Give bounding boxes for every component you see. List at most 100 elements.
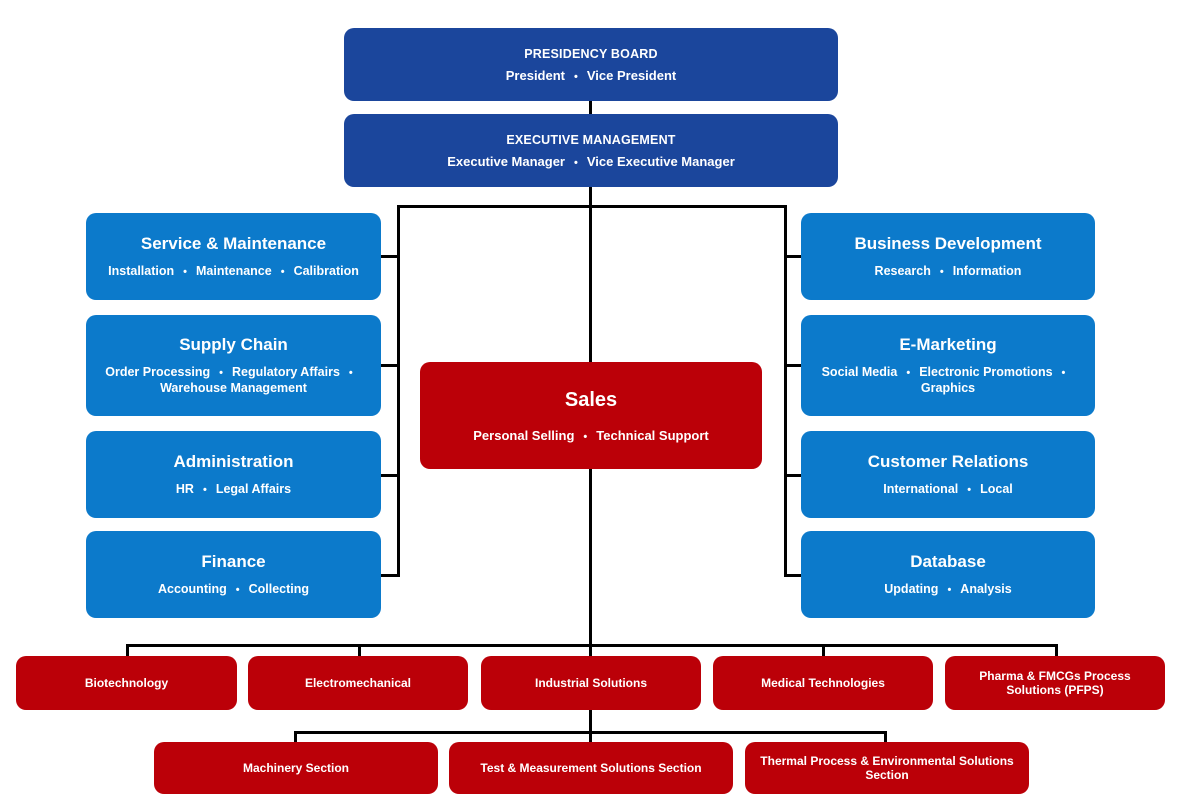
separator-dot: • xyxy=(348,367,353,379)
division-electromechanical[interactable]: Electromechanical xyxy=(248,656,468,710)
connector-right-1 xyxy=(784,255,802,258)
division-industrial-solutions[interactable]: Industrial Solutions xyxy=(481,656,701,710)
unit: Accounting xyxy=(157,581,227,596)
section-machinery[interactable]: Machinery Section xyxy=(154,742,438,794)
connector-section-bus xyxy=(294,731,887,734)
connector-right-2 xyxy=(784,364,802,367)
connector-right-3 xyxy=(784,474,802,477)
dept-service-maintenance[interactable]: Service & Maintenance Installation • Maint… xyxy=(86,213,381,300)
separator-dot: • xyxy=(574,70,578,83)
unit: Graphics xyxy=(920,381,976,395)
sales-units: Personal Selling • Technical Support xyxy=(473,428,708,443)
unit: Personal Selling xyxy=(473,427,575,443)
separator-dot: • xyxy=(947,583,952,596)
connector-presidency-executive xyxy=(589,100,592,116)
connector-right-4 xyxy=(784,574,802,577)
unit: Analysis xyxy=(960,581,1012,596)
dept-title: Supply Chain xyxy=(179,335,288,354)
unit: Updating xyxy=(884,581,939,596)
connector-sec-3 xyxy=(884,731,887,743)
role: Executive Manager xyxy=(447,153,565,169)
unit: Installation xyxy=(108,263,175,278)
connector-div-1 xyxy=(126,644,129,658)
dept-administration[interactable]: Administration HR • Legal Affairs xyxy=(86,431,381,518)
unit: Legal Affairs xyxy=(215,481,292,496)
connector-executive-trunk xyxy=(589,186,592,364)
unit: Warehouse Management xyxy=(160,381,307,395)
division-biotechnology[interactable]: Biotechnology xyxy=(16,656,237,710)
connector-top-bus xyxy=(397,205,787,208)
dept-e-marketing[interactable]: E-Marketing Social Media•Electronic Prom… xyxy=(801,315,1095,416)
dept-business-development[interactable]: Business Development Research•Informatio… xyxy=(801,213,1095,300)
division-medical-technologies[interactable]: Medical Technologies xyxy=(713,656,933,710)
role: President xyxy=(505,67,565,83)
connector-industrial-trunk xyxy=(589,708,592,744)
presidency-board-title: PRESIDENCY BOARD xyxy=(524,46,658,61)
connector-left-4 xyxy=(380,574,399,577)
unit: Order Processing xyxy=(105,365,211,379)
unit: Local xyxy=(980,481,1013,496)
separator-dot: • xyxy=(906,367,911,379)
dept-finance[interactable]: Finance Accounting • Collecting xyxy=(86,531,381,618)
connector-left-spine xyxy=(397,205,400,577)
executive-management-title: EXECUTIVE MANAGEMENT xyxy=(506,132,676,147)
unit: Collecting xyxy=(248,581,310,596)
dept-units: HR • Legal Affairs xyxy=(166,482,301,498)
separator-dot: • xyxy=(202,483,207,496)
presidency-board-box[interactable]: PRESIDENCY BOARD President • Vice Presiden… xyxy=(344,28,838,101)
connector-right-spine xyxy=(784,205,787,577)
unit: International xyxy=(883,481,959,496)
dept-units: Updating • Analysis xyxy=(874,582,1021,598)
executive-management-roles: Executive Manager • Vice Executive Manager xyxy=(447,154,735,169)
dept-title: Administration xyxy=(173,451,294,471)
dept-units: Accounting • Collecting xyxy=(148,582,319,598)
connector-left-1 xyxy=(380,255,399,258)
connector-left-3 xyxy=(380,474,399,477)
dept-title: Database xyxy=(910,551,986,571)
section-thermal-environmental[interactable]: Thermal Process & Environmental Solution… xyxy=(745,742,1029,794)
executive-management-box[interactable]: EXECUTIVE MANAGEMENT Executive Manager • V… xyxy=(344,114,838,187)
sales-title: Sales xyxy=(564,388,618,411)
role: Vice President xyxy=(586,67,677,83)
unit: HR xyxy=(175,481,194,496)
unit: Research xyxy=(874,263,931,278)
presidency-board-roles: President • Vice President xyxy=(506,68,676,83)
separator-dot: • xyxy=(1061,367,1066,379)
unit: Regulatory Affairs xyxy=(232,365,340,379)
dept-supply-chain[interactable]: Supply Chain Order Processing • Regulatory… xyxy=(86,315,381,416)
dept-units: Order Processing • Regulatory Affairs • Ware… xyxy=(95,365,372,396)
connector-division-bus xyxy=(126,644,1058,647)
unit: Calibration xyxy=(293,263,359,278)
separator-dot: • xyxy=(583,430,588,443)
dept-units: Installation•Maintenance•Calibration xyxy=(98,264,369,280)
unit: Electronic Promotions xyxy=(919,365,1053,379)
dept-database[interactable]: Database Updating • Analysis xyxy=(801,531,1095,618)
dept-title: E-Marketing xyxy=(899,335,997,354)
separator-dot: • xyxy=(219,367,223,379)
dept-title: Service & Maintenance xyxy=(140,233,327,253)
dept-units: Social Media•Electronic Promotions•Graph… xyxy=(812,365,1085,396)
connector-sec-1 xyxy=(294,731,297,743)
unit: Maintenance xyxy=(195,263,272,278)
connector-div-5 xyxy=(1055,644,1058,658)
dept-units: Research • Information xyxy=(865,264,1032,280)
dept-customer-relations[interactable]: Customer Relations International • Local xyxy=(801,431,1095,518)
connector-sales-trunk xyxy=(589,468,592,658)
dept-title: Finance xyxy=(201,551,266,571)
dept-units: International • Local xyxy=(873,482,1023,498)
dept-title: Customer Relations xyxy=(867,451,1029,471)
separator-dot: • xyxy=(967,483,972,496)
connector-div-2 xyxy=(358,644,361,658)
connector-left-2 xyxy=(380,364,399,367)
division-pfps[interactable]: Pharma & FMCGs Process Solutions (PFPS) xyxy=(945,656,1165,710)
section-test-measurement[interactable]: Test & Measurement Solutions Section xyxy=(449,742,733,794)
separator-dot: • xyxy=(939,265,944,278)
separator-dot: • xyxy=(235,583,240,596)
separator-dot: • xyxy=(574,156,578,169)
sales-box[interactable]: Sales Personal Selling • Technical Support xyxy=(420,362,762,469)
unit: Technical Support xyxy=(596,427,709,443)
unit: Information xyxy=(952,263,1022,278)
separator-dot: • xyxy=(280,265,285,278)
connector-div-4 xyxy=(822,644,825,658)
role: Vice Executive Manager xyxy=(586,153,735,169)
